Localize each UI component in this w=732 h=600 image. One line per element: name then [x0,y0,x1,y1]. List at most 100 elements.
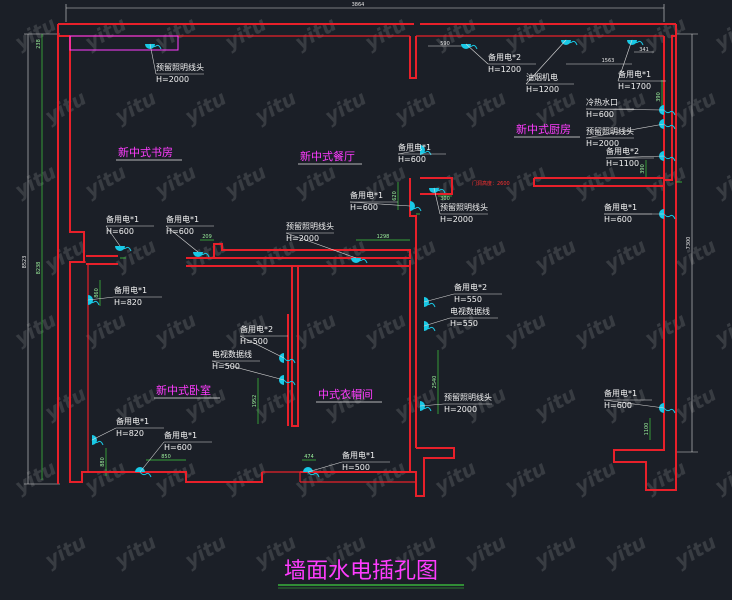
watermark-text: yitu [41,86,91,129]
socket-callouts: 预留照明线头H=2000备用电*2H=1200油烟机电H=1200备用电*1H=… [87,39,676,478]
watermark-text: yitu [641,160,691,203]
socket-callout-spare1-bed-left: 备用电*1H=820 [87,285,162,307]
callout-label: 备用电*1 [604,202,637,212]
watermark-text: yitu [501,12,551,55]
callout-label: 备用电*1 [116,416,149,426]
room-label-cloakroom: 中式衣帽间 [318,387,373,401]
watermark-text: yitu [601,530,651,573]
callout-height: H=600 [604,215,632,224]
socket-callout-spare1-study-left: 备用电*1H=600 [105,214,154,252]
callout-label: 备用电*1 [164,430,197,440]
wire-icon [139,471,152,478]
socket-icon [561,40,571,45]
callout-height: H=2000 [444,405,477,414]
callout-height: H=1200 [488,65,521,74]
callout-height: H=2000 [440,215,473,224]
watermark-text: yitu [671,234,721,277]
callout-label: 冷热水口 [586,97,618,107]
dim-880: 880 [100,457,106,467]
callout-height: H=500 [342,463,370,472]
watermark-text: yitu [501,308,551,351]
watermark-text: yitu [431,456,481,499]
dim-390a: 390 [656,92,662,102]
watermark-text: yitu [461,86,511,129]
watermark-text: yitu [41,530,91,573]
wire-icon [91,439,104,446]
socket-callout-spare1-dining-top: 备用电*1H=600 [397,142,446,164]
socket-icon [303,467,313,472]
walls [57,23,677,497]
socket-icon [279,375,284,385]
callout-height: H=820 [114,298,142,307]
watermark-text: yitu [291,456,341,499]
socket-callout-spare1-bed-b: 备用电*1H=600 [135,430,212,478]
callout-label: 备用电*2 [606,146,639,156]
wire-icon [87,299,100,306]
watermark-text: yitu [571,308,621,351]
socket-icon [627,40,637,45]
wire-icon [419,405,432,412]
callout-height: H=600 [604,401,632,410]
green-markers [120,181,682,259]
callout-label: 电视数据线 [212,349,252,359]
watermark-text: yitu [321,86,371,129]
watermark-text: yitu [461,382,511,425]
watermark-text: yitu [501,456,551,499]
wire-icon [565,39,578,46]
callout-label: 电视数据线 [450,306,490,316]
dim-2540: 2540 [432,376,438,389]
socket-icon [659,403,664,413]
callout-height: H=500 [212,362,240,371]
dim-300: 300 [440,196,450,202]
watermark-text: yitu [641,456,691,499]
wire-icon [283,379,296,386]
wire-icon [423,325,436,332]
socket-icon [659,119,664,129]
callout-label: 备用电*2 [240,324,273,334]
wire-icon [663,213,676,220]
watermark-text: yitu [711,12,732,55]
watermark-text: yitu [111,530,161,573]
wire-icon [355,257,368,264]
watermark-text: yitu [461,530,511,573]
wire-icon [419,149,432,156]
callout-height: H=600 [166,227,194,236]
dim-1952: 1952 [252,395,258,408]
callout-height: H=2000 [156,75,189,84]
watermark-text: yitu [711,456,732,499]
dim-620: 620 [392,191,398,201]
socket-callout-spare1-cloak-b: 备用电*1H=500 [303,450,390,478]
watermark-text: yitu [531,382,581,425]
callout-height: H=1700 [618,82,651,91]
callout-label: 预留照明线头 [444,392,492,402]
socket-callout-spare1-dining-mid: 备用电*1H=600 [349,190,422,212]
socket-icon [279,353,284,363]
watermark-text: yitu [11,308,61,351]
callout-height: H=550 [454,295,482,304]
room-label-dining: 新中式餐厅 [300,149,355,163]
socket-callout-spare1-study-right: 备用电*1H=600 [165,214,214,258]
callout-label: 备用电*1 [398,142,431,152]
study-window [69,35,179,51]
callout-height: H=600 [350,203,378,212]
socket-icon [429,188,439,193]
callout-label: 备用电*1 [114,285,147,295]
watermark-text: yitu [221,160,271,203]
dim-1298: 1298 [377,234,390,240]
wire-icon [197,251,210,258]
callout-height: H=600 [398,155,426,164]
dim-1563: 1563 [602,58,615,64]
dimension-lines: 3864 8523 8238 238 7300 590 1563 341 390… [22,2,698,485]
watermark-text: yitu [41,234,91,277]
watermark-text: yitu [671,382,721,425]
watermark-text: yitu [11,160,61,203]
dim-850: 850 [161,454,171,460]
callout-height: H=1200 [526,85,559,94]
